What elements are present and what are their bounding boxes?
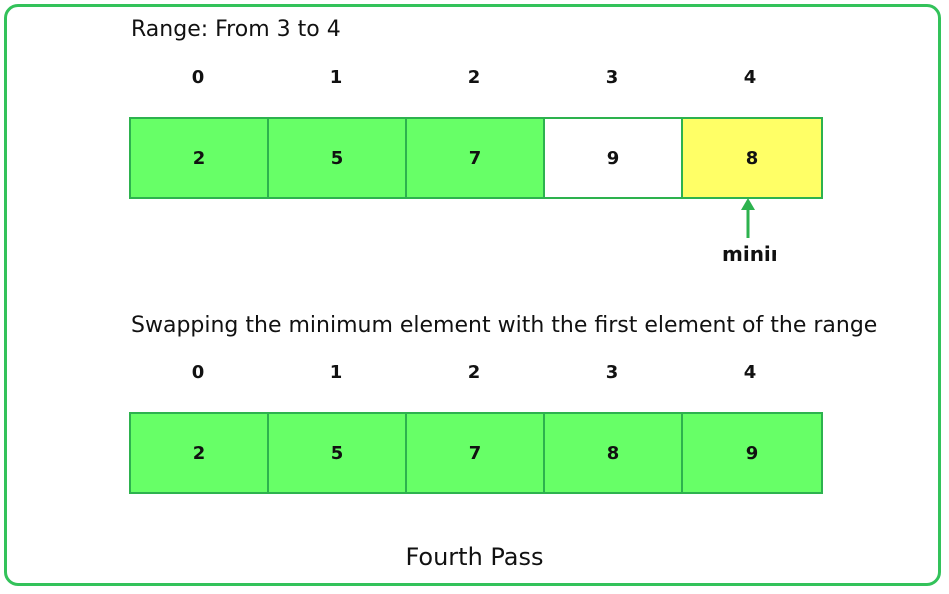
index-row-bottom: 0 1 2 3 4 — [129, 362, 819, 383]
array-cell-range-start: 9 — [545, 119, 683, 197]
index-label: 2 — [467, 67, 481, 88]
array-cell: 5 — [269, 414, 407, 492]
index-label: 3 — [605, 362, 619, 383]
index-label: 0 — [191, 67, 205, 88]
array-cell: 2 — [131, 414, 269, 492]
index-label: 4 — [743, 67, 757, 88]
range-heading: Range: From 3 to 4 — [131, 17, 341, 42]
diagram-frame — [4, 4, 941, 586]
minimum-pointer-label: minimum — [722, 242, 776, 266]
array-cell-minimum: 8 — [683, 119, 821, 197]
array-cell: 2 — [131, 119, 269, 197]
array-cell: 8 — [545, 414, 683, 492]
array-cell: 7 — [407, 414, 545, 492]
array-cell: 7 — [407, 119, 545, 197]
index-label: 1 — [329, 362, 343, 383]
array-after-swap: 2 5 7 8 9 — [129, 412, 823, 494]
minimum-pointer-arrow — [741, 198, 755, 238]
index-row-top: 0 1 2 3 4 — [129, 67, 819, 88]
index-label: 0 — [191, 362, 205, 383]
array-cell: 5 — [269, 119, 407, 197]
index-label: 3 — [605, 67, 619, 88]
index-label: 1 — [329, 67, 343, 88]
swap-heading: Swapping the minimum element with the fi… — [131, 313, 878, 338]
index-label: 4 — [743, 362, 757, 383]
array-cell: 9 — [683, 414, 821, 492]
array-before-swap: 2 5 7 9 8 — [129, 117, 823, 199]
pass-caption: Fourth Pass — [405, 543, 544, 571]
index-label: 2 — [467, 362, 481, 383]
